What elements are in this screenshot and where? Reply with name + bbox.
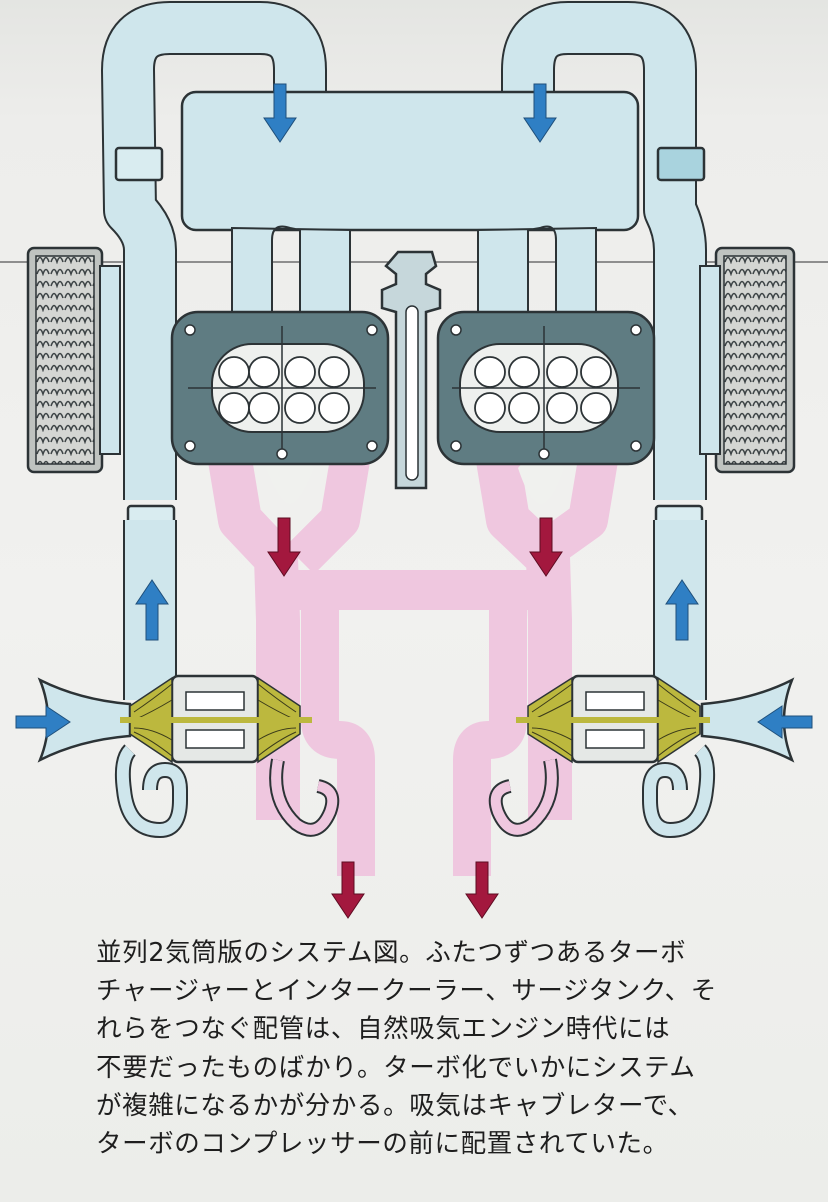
surge-tank	[180, 90, 640, 232]
right-cylinder-head	[436, 310, 656, 466]
left-cylinder-ports	[218, 356, 350, 424]
intake-arrow-right-up	[665, 579, 699, 641]
intake-arrow-left-inlet	[15, 705, 71, 739]
caption-line: 並列2気筒版のシステム図。ふたつずつあるターボ	[96, 938, 687, 968]
caption-line: 不要だったものばかり。ターボ化でいかにシステム	[96, 1052, 696, 1083]
right-intake-pipe-upper	[501, 1, 707, 500]
right-cylinder-ports	[474, 356, 612, 424]
diagram-caption: 並列2気筒版のシステム図。ふたつずつあるターボ チャージャーとインタークーラー、…	[96, 934, 816, 1163]
left-cylinder-head	[170, 310, 390, 466]
left-intake-pipe-lower	[114, 520, 188, 839]
caption-line: れらをつなぐ配管は、自然吸気エンジン時代には	[96, 1014, 671, 1045]
intake-arrow-right-inlet	[757, 705, 813, 739]
intake-runners	[231, 225, 597, 313]
left-turbocharger	[120, 674, 312, 764]
caption-line: チャージャーとインタークーラー、サージタンク、そ	[96, 976, 717, 1007]
exhaust-flow-arrows	[267, 517, 563, 919]
exhaust-arrow-out-left	[331, 861, 365, 919]
intake-arrow-left-up	[135, 579, 169, 641]
left-intercooler	[26, 246, 121, 474]
left-intake-pipe-upper	[101, 1, 327, 500]
exhaust-manifold	[208, 454, 618, 876]
caption-line: が複雑になるかが分かる。吸気はキャブレターで、	[96, 1090, 694, 1121]
right-intake-pipe-lower	[642, 520, 716, 839]
exhaust-arrow-left	[267, 517, 301, 577]
exhaust-arrow-right	[529, 517, 563, 577]
right-turbocharger	[516, 674, 710, 764]
intake-flow-arrows	[15, 83, 813, 739]
turbo-system-diagram	[0, 1, 828, 919]
right-intercooler	[699, 246, 796, 474]
intake-arrow-left-tank	[263, 83, 297, 143]
intake-arrow-right-tank	[523, 83, 557, 143]
exhaust-arrow-out-right	[465, 861, 499, 919]
caption-line: ターボのコンプレッサーの前に配置されていた。	[96, 1129, 669, 1160]
